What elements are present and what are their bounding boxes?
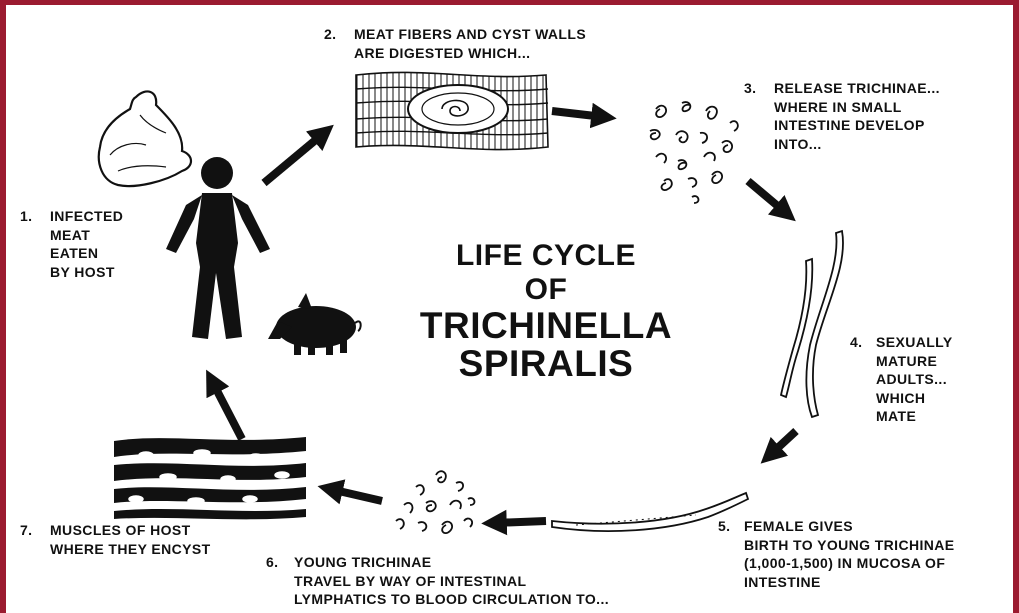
meat-icon	[99, 91, 191, 186]
young-larvae-icon	[396, 471, 474, 533]
arrow-6-to-7	[330, 489, 382, 501]
step-2-text: MEAT FIBERS AND CYST WALLS ARE DIGESTED …	[354, 25, 586, 62]
step-3-number: 3.	[744, 79, 756, 98]
title-line-1: LIFE CYCLE	[356, 239, 736, 273]
step-4-number: 4.	[850, 333, 862, 352]
arrow-4-to-5	[770, 431, 796, 455]
human-host-icon	[166, 157, 270, 339]
larvae-cluster-icon	[650, 102, 738, 203]
arrow-3-to-4	[748, 181, 786, 213]
step-7-text: MUSCLES OF HOST WHERE THEY ENCYST	[50, 521, 211, 558]
step-5-number: 5.	[718, 517, 730, 536]
step-6-number: 6.	[266, 553, 278, 572]
step-3-text: RELEASE TRICHINAE... WHERE IN SMALL INTE…	[774, 79, 940, 153]
step-2-number: 2.	[324, 25, 336, 44]
title-line-4: SPIRALIS	[356, 343, 736, 385]
pig-icon	[268, 293, 361, 355]
step-4-text: SEXUALLY MATURE ADULTS... WHICH MATE	[876, 333, 953, 426]
title-line-3: TRICHINELLA	[356, 305, 736, 347]
arrow-7-to-1	[212, 381, 242, 439]
arrow-1-to-2	[264, 133, 324, 183]
muscle-cyst-icon	[356, 72, 548, 149]
step-1-number: 1.	[20, 207, 32, 226]
arrow-2-to-3	[552, 111, 604, 117]
step-7-number: 7.	[20, 521, 32, 540]
step-1-text: INFECTED MEAT EATEN BY HOST	[50, 207, 123, 281]
step-6-text: YOUNG TRICHINAE TRAVEL BY WAY OF INTESTI…	[294, 553, 609, 609]
adult-worms-icon	[781, 231, 843, 417]
step-5-text: FEMALE GIVES BIRTH TO YOUNG TRICHINAE (1…	[744, 517, 955, 591]
title-line-2: OF	[356, 273, 736, 307]
muscle-tissue-icon	[114, 437, 306, 519]
arrow-5-to-6	[494, 521, 546, 523]
